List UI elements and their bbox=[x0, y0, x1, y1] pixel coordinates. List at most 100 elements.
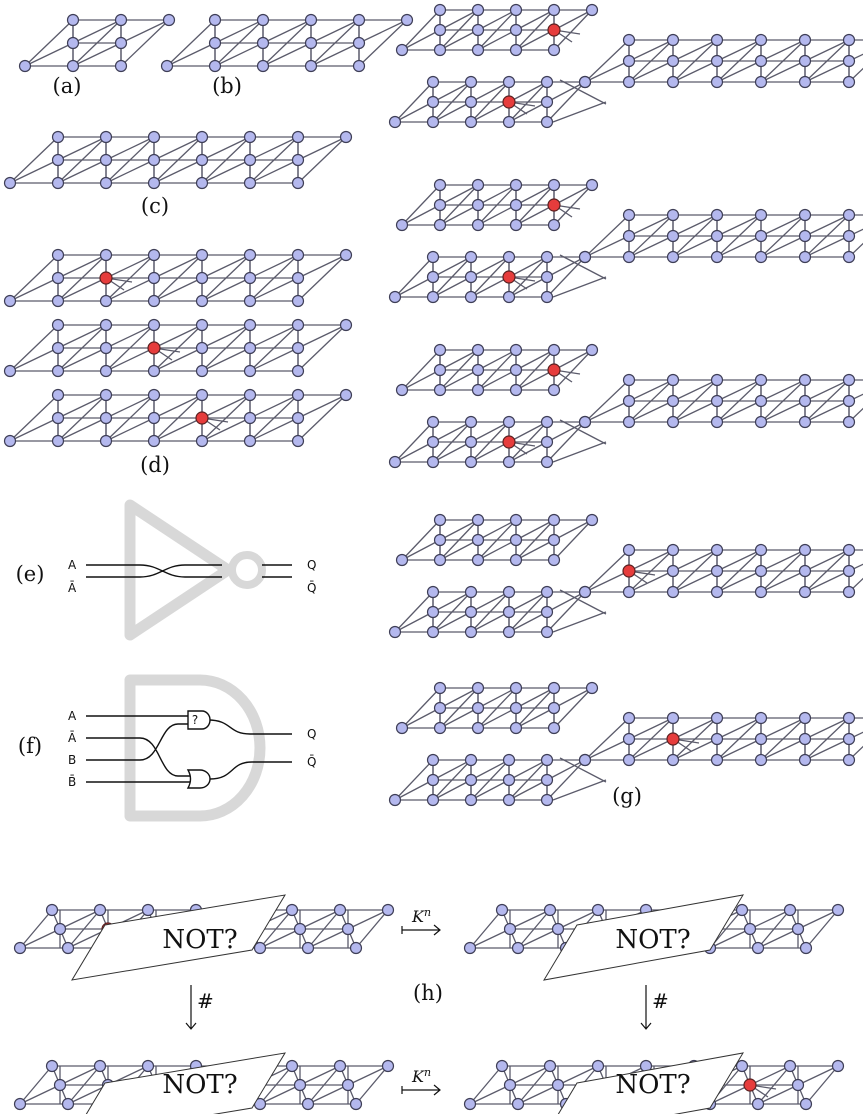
lattice-edge bbox=[432, 256, 472, 298]
lattice-node bbox=[754, 753, 768, 767]
lattice-edge bbox=[105, 136, 155, 161]
lattice-edge bbox=[553, 184, 593, 226]
lattice-edge bbox=[672, 570, 718, 593]
lattice-node bbox=[93, 903, 107, 917]
lattice-node bbox=[464, 753, 478, 767]
lattice-node bbox=[471, 23, 485, 37]
lattice-edge bbox=[760, 717, 806, 740]
lattice-node bbox=[842, 394, 856, 408]
lattice-g-lower bbox=[388, 250, 592, 304]
lattice-edge bbox=[757, 928, 799, 949]
lattice-edge bbox=[546, 759, 586, 801]
lattice-edge bbox=[249, 324, 299, 349]
not-in-a-bar: Ā bbox=[68, 581, 77, 595]
lattice-edge bbox=[19, 1065, 53, 1105]
lattice-node bbox=[291, 271, 305, 285]
lattice-node bbox=[243, 341, 257, 355]
lattice-edge bbox=[153, 136, 203, 161]
lattice-node bbox=[710, 564, 724, 578]
lattice-edge bbox=[394, 276, 434, 298]
lattice-edge bbox=[584, 717, 630, 761]
lattice-edge bbox=[394, 101, 434, 123]
lattice-node bbox=[799, 941, 813, 955]
lattice-edge bbox=[517, 1065, 551, 1105]
lattice-edge bbox=[672, 214, 718, 258]
lattice-node bbox=[754, 373, 768, 387]
lattice-edge bbox=[249, 136, 299, 184]
lattice-edge bbox=[508, 81, 548, 103]
lattice-node bbox=[791, 922, 805, 936]
lattice-edge bbox=[57, 254, 107, 302]
lattice-node bbox=[509, 701, 523, 715]
lattice-node bbox=[464, 95, 478, 109]
lattice-edge bbox=[848, 731, 863, 740]
not-box-top-right: NOT? bbox=[543, 894, 744, 981]
lattice-edge bbox=[214, 19, 264, 44]
lattice-edge bbox=[439, 539, 479, 561]
lattice-g-5 bbox=[388, 681, 863, 807]
lattice-node bbox=[61, 1097, 75, 1111]
lattice-edge bbox=[307, 909, 341, 949]
lattice-edge bbox=[259, 928, 301, 949]
lattice-node bbox=[547, 218, 561, 232]
lattice-node bbox=[243, 434, 257, 448]
lattice-node bbox=[471, 681, 485, 695]
lattice-node bbox=[509, 681, 523, 695]
lattice-node bbox=[285, 1059, 299, 1073]
lattice-edge bbox=[546, 591, 586, 633]
lattice-edge bbox=[105, 417, 155, 442]
and-gate-body bbox=[124, 674, 266, 822]
not-out-q-bar: Q̄ bbox=[307, 581, 316, 595]
lattice-edge bbox=[120, 19, 170, 44]
lattice-edge bbox=[355, 1065, 389, 1105]
lattice-node bbox=[540, 435, 554, 449]
lattice-edge bbox=[394, 421, 434, 463]
highlight-node bbox=[666, 732, 680, 746]
lattice-node bbox=[400, 13, 414, 27]
lattice-edge bbox=[477, 687, 517, 709]
lattice-edge bbox=[760, 379, 806, 423]
lattice-edge bbox=[546, 81, 586, 103]
not-box-top-left: NOT? bbox=[71, 894, 286, 981]
lattice-node bbox=[842, 250, 856, 264]
lattice-node bbox=[471, 198, 485, 212]
lattice-edge bbox=[297, 324, 347, 349]
lattice-edge bbox=[297, 136, 347, 161]
merge-edge bbox=[552, 276, 607, 298]
lattice-edge bbox=[508, 101, 548, 123]
lattice-edge bbox=[508, 611, 548, 633]
lattice-edge bbox=[394, 591, 434, 633]
lattice-edge bbox=[716, 379, 762, 402]
lattice-edge bbox=[716, 570, 762, 593]
lattice-g-2 bbox=[388, 178, 863, 304]
lattice-edge bbox=[469, 928, 511, 949]
lattice-node bbox=[147, 388, 161, 402]
lattice-node bbox=[433, 23, 447, 37]
lattice-edge bbox=[672, 39, 718, 83]
and-out-q: Q bbox=[307, 727, 316, 741]
lattice-edge bbox=[797, 909, 839, 930]
lattice-edge bbox=[201, 394, 251, 419]
merge-edge bbox=[559, 419, 607, 445]
lattice-g-upper bbox=[395, 178, 599, 232]
lattice-node bbox=[99, 364, 113, 378]
lattice-edge bbox=[848, 407, 863, 423]
lattice-edge bbox=[394, 759, 434, 801]
lattice-edge bbox=[432, 611, 472, 633]
lattice-edge bbox=[584, 214, 630, 258]
lattice-node bbox=[285, 903, 299, 917]
lattice-edge bbox=[469, 1065, 503, 1105]
lattice-node bbox=[540, 585, 554, 599]
lattice-edge bbox=[508, 591, 548, 633]
lattice-edge bbox=[804, 379, 850, 423]
lattice-edge bbox=[57, 136, 107, 184]
lattice-node bbox=[471, 218, 485, 232]
lattice-edge bbox=[153, 394, 203, 442]
lattice-edge bbox=[716, 400, 762, 423]
lattice-node bbox=[540, 270, 554, 284]
lattice-node bbox=[547, 43, 561, 57]
lattice-node bbox=[547, 343, 561, 357]
lattice-edge bbox=[249, 347, 299, 372]
lattice-edge bbox=[347, 1065, 389, 1086]
lattice-edge bbox=[553, 519, 593, 561]
